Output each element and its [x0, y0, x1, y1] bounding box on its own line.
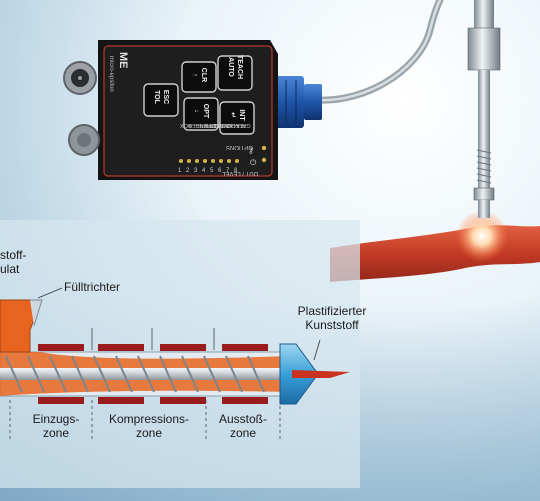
opt-label: OPT — [202, 103, 209, 119]
mode-number: 1 — [178, 168, 182, 174]
controller-device — [63, 40, 278, 180]
screw-flights — [5, 355, 265, 393]
mode-number: 4 — [202, 168, 206, 174]
label-material: stoff- ulat — [0, 248, 26, 276]
key-icon: ⚷ — [248, 146, 254, 155]
mode-number: 3 — [194, 168, 198, 174]
zone-feed-line1: Einzugs- — [32, 412, 80, 426]
teach-auto-label-bottom: AUTO — [227, 57, 234, 77]
zone-label-discharge: Ausstoß- zone — [206, 412, 280, 440]
zone-feed-line2: zone — [42, 426, 70, 440]
zone-compression-line2: zone — [135, 426, 163, 440]
tol-label: TOL — [153, 90, 160, 104]
sensor-probe — [467, 0, 501, 218]
mode-number: 8 — [234, 168, 238, 174]
barrel-sensor-pins — [91, 328, 215, 350]
clr-label: CLR — [200, 67, 207, 83]
label-output-line2: Kunststoff — [305, 318, 359, 332]
label-output-line1: Plastifizierter — [297, 304, 367, 318]
up-arrow-icon: ↑ — [191, 73, 198, 77]
teach-auto-button[interactable]: TEACH AUTO — [226, 50, 244, 84]
label-output: Plastifizierter Kunststoff — [272, 304, 392, 332]
melt-output — [292, 370, 350, 378]
teach-auto-label-top: TEACH — [236, 54, 243, 80]
mode-number: 7 — [226, 168, 230, 174]
mode-label-cylinder: CYLINDER — [188, 122, 216, 128]
brand-logo: ME — [117, 52, 129, 69]
zone-compression-line1: Kompressions- — [108, 412, 190, 426]
mode-number: 5 — [210, 168, 214, 174]
plastic-ribbon — [330, 225, 540, 282]
laser-glow — [456, 210, 508, 262]
zone-label-compression: Kompressions- zone — [94, 412, 204, 440]
label-hopper: Fülltrichter — [64, 280, 121, 294]
zone-discharge-line2: zone — [229, 426, 257, 440]
label-material-line2: ulat — [0, 262, 20, 276]
mode-number: 6 — [218, 168, 222, 174]
esc-label: ESC — [162, 89, 169, 105]
mode-number-list: 1 2 3 4 5 6 7 8 — [178, 164, 248, 174]
mode-number: 2 — [186, 168, 190, 174]
label-material-line1: stoff- — [0, 248, 27, 262]
zone-label-feed: Einzugs- zone — [16, 412, 96, 440]
down-arrow-icon: ↓ — [193, 109, 200, 113]
heater-bands — [38, 344, 268, 404]
esc-tol-button[interactable]: ESC TOL — [152, 80, 170, 114]
mode-label-box: BOX — [180, 122, 192, 128]
zone-dividers — [9, 400, 281, 440]
zone-discharge-line1: Ausstoß- — [218, 412, 267, 426]
power-icon: ⏻ — [250, 158, 257, 167]
clr-up-button[interactable]: CLR ↑ — [190, 58, 208, 92]
